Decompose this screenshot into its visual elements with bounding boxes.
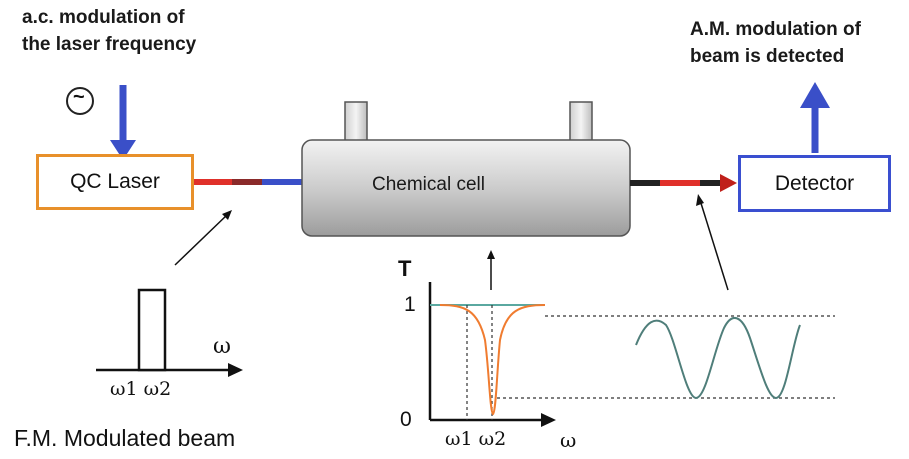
ac-source-icon — [66, 87, 94, 115]
chemical-cell-label: Chemical cell — [372, 174, 485, 195]
qc-laser-box: QC Laser — [36, 154, 194, 210]
ac-source-glyph: ~ — [73, 86, 85, 108]
transmission-y-tick-1: 1 — [404, 293, 416, 316]
output-modulation-label: A.M. modulation of beam is detected — [690, 16, 861, 70]
transmission-x-axis-label: ω — [560, 428, 577, 452]
transmission-plot — [428, 282, 835, 427]
transmission-y-tick-0: 0 — [400, 408, 412, 431]
input-modulation-line-2: the laser frequency — [22, 34, 197, 55]
detector-box: Detector — [738, 155, 891, 212]
chemical-cell — [301, 101, 631, 237]
output-modulation-line-2: beam is detected — [690, 46, 845, 67]
transmission-x-ticks: ω1 ω2 — [445, 428, 507, 450]
fm-caption: F.M. Modulated beam — [14, 425, 236, 451]
qc-laser-label: QC Laser — [70, 170, 160, 193]
fm-tick-labels: ω1 ω2 — [110, 378, 172, 400]
chemical-cell-label-wrap: Chemical cell — [372, 174, 485, 196]
transmission-y-axis-label: T — [398, 256, 412, 281]
fm-spectrum-plot — [96, 288, 243, 377]
laser-beam-out — [630, 174, 737, 192]
cell-pointer-arrow — [487, 250, 495, 290]
detector-output-arrow — [800, 82, 830, 153]
absorption-dip — [439, 304, 546, 416]
fm-pulse — [137, 288, 167, 372]
input-modulation-label: a.c. modulation of the laser frequency — [22, 4, 196, 58]
modulation-input-arrow — [110, 85, 136, 160]
detector-label: Detector — [774, 171, 855, 195]
input-modulation-line-1: a.c. modulation of — [22, 7, 185, 28]
output-modulation-line-1: A.M. modulation of — [690, 19, 861, 40]
fm-axis-label: ω — [213, 334, 231, 359]
fm-pointer-arrow — [174, 210, 232, 266]
am-output-wave — [635, 317, 801, 400]
am-pointer-arrow — [696, 194, 729, 291]
